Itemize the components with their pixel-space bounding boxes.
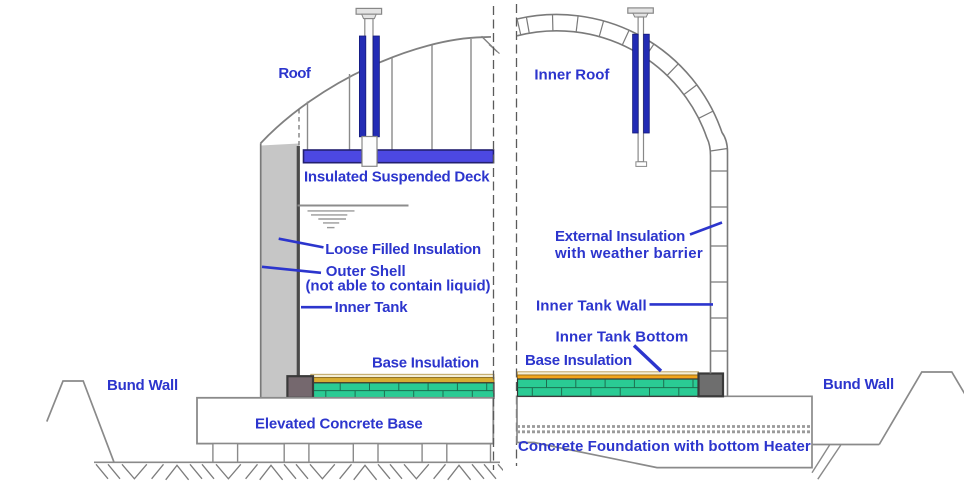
svg-text:Base Insulation: Base Insulation: [525, 352, 632, 369]
svg-text:with weather barrier: with weather barrier: [554, 245, 703, 262]
svg-text:Elevated Concrete Base: Elevated Concrete Base: [255, 415, 423, 432]
svg-text:Loose Filled Insulation: Loose Filled Insulation: [325, 241, 481, 258]
svg-text:Inner Tank Bottom: Inner Tank Bottom: [556, 328, 689, 345]
svg-text:Outer Shell: Outer Shell: [326, 263, 406, 280]
svg-text:Bund Wall: Bund Wall: [823, 376, 894, 393]
svg-text:External Insulation: External Insulation: [555, 228, 685, 245]
svg-text:Inner Roof: Inner Roof: [534, 67, 610, 84]
svg-text:Inner Tank Wall: Inner Tank Wall: [536, 297, 647, 314]
svg-text:Concrete Foundation with botto: Concrete Foundation with bottom Heater: [518, 438, 811, 455]
svg-text:Insulated Suspended Deck: Insulated Suspended Deck: [304, 168, 490, 185]
svg-text:Roof: Roof: [278, 65, 312, 82]
svg-text:Base Insulation: Base Insulation: [372, 355, 479, 372]
svg-text:(not able to contain liquid): (not able to contain liquid): [306, 278, 491, 295]
svg-text:Bund Wall: Bund Wall: [107, 377, 178, 394]
svg-text:Inner Tank: Inner Tank: [335, 299, 409, 316]
